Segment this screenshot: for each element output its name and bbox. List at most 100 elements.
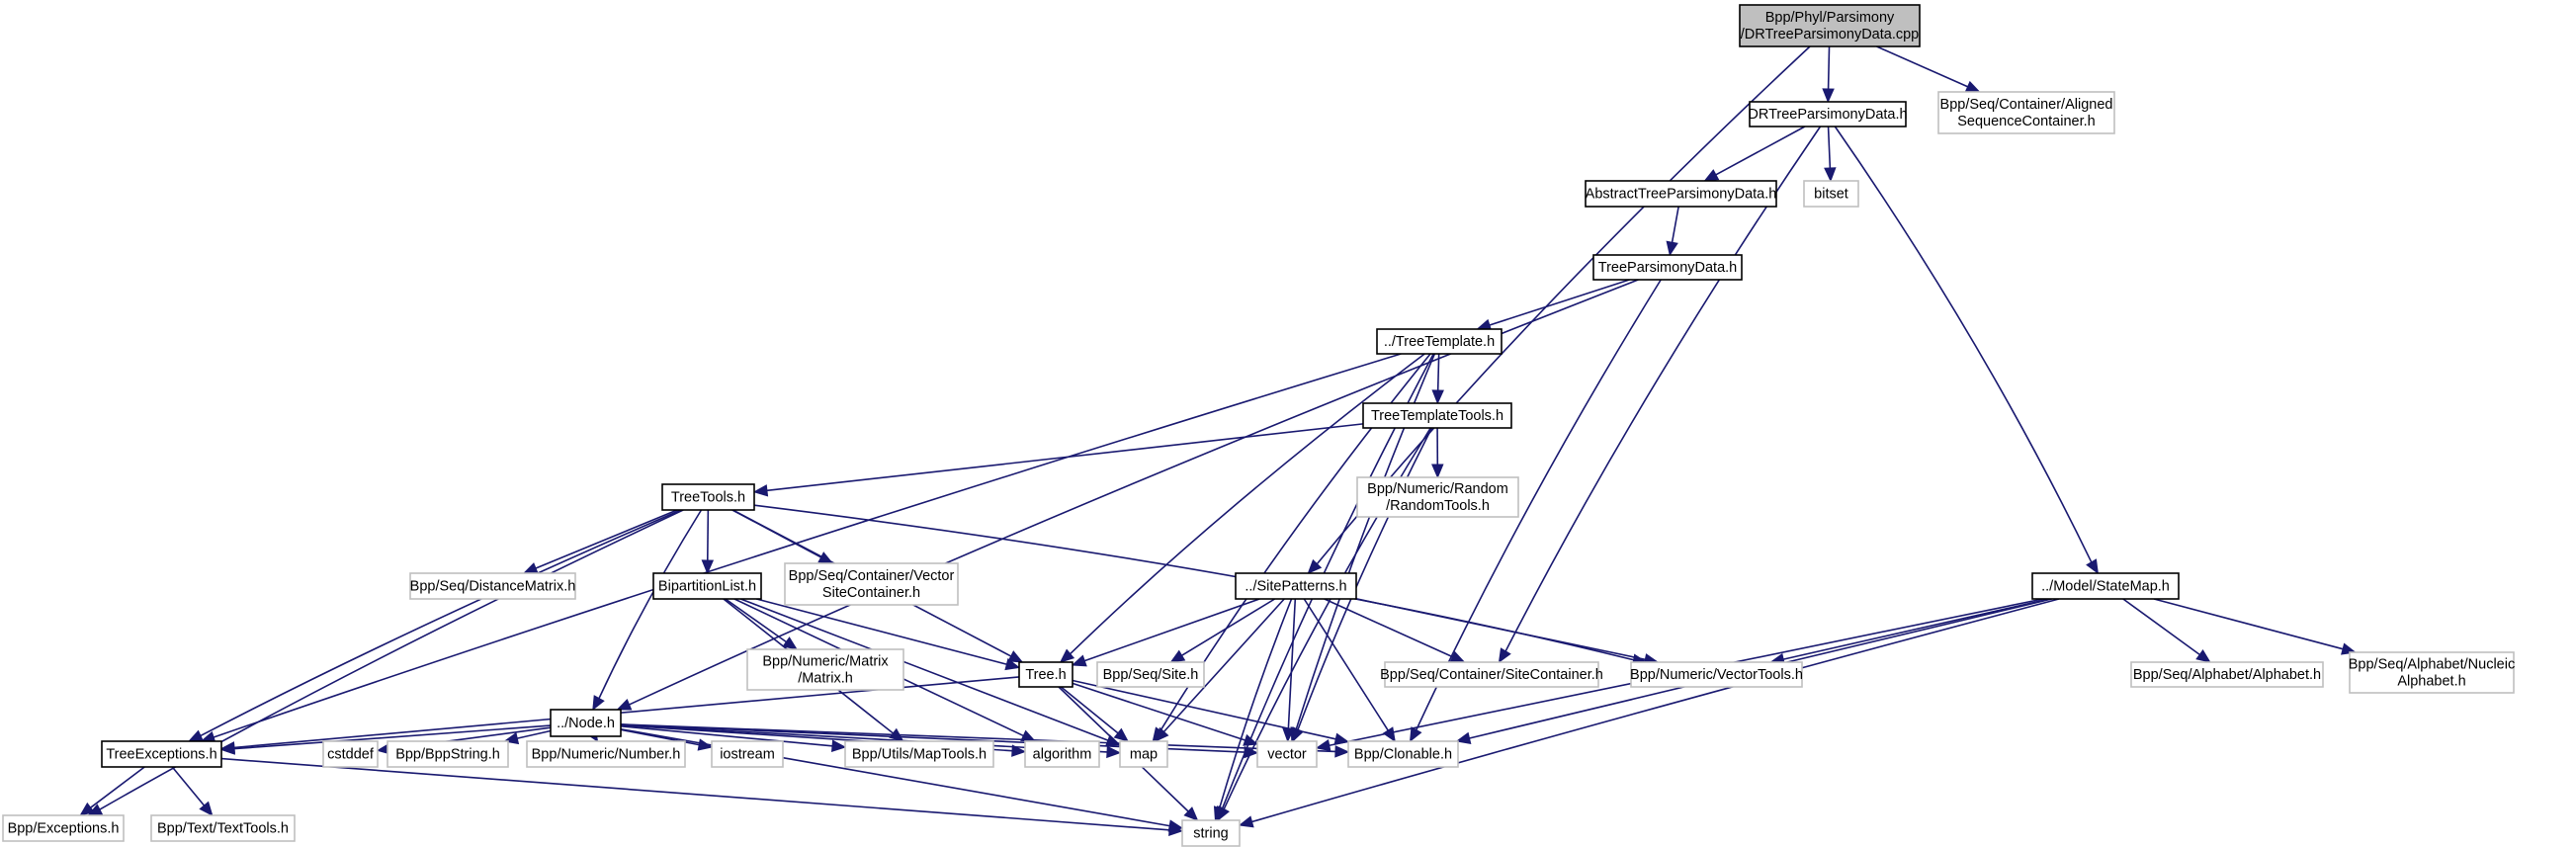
arrowhead-icon	[1238, 815, 1254, 828]
node-bppstr: Bpp/BppString.h	[386, 740, 509, 768]
node-number: Bpp/Numeric/Number.h	[526, 740, 686, 768]
edge-tree-to-map	[1060, 686, 1130, 742]
edge-bip-to-tree	[756, 598, 1021, 671]
edge-ttt-to-rand	[1431, 427, 1444, 479]
node-box	[2, 814, 125, 842]
node-box	[2349, 651, 2515, 694]
edge-line	[1297, 427, 1433, 730]
edge-node-to-texc	[219, 724, 552, 755]
edge-line	[213, 353, 1402, 738]
node-box	[784, 562, 959, 606]
node-atpd[interactable]: AbstractTreeParsimonyData.h	[1585, 180, 1777, 208]
node-node[interactable]: ../Node.h	[550, 709, 622, 737]
node-label: /RandomTools.h	[1386, 498, 1490, 514]
edge-line	[620, 723, 1336, 753]
edge-line	[766, 423, 1364, 492]
arrowhead-icon	[1703, 169, 1720, 182]
edge-line	[233, 676, 1020, 749]
arrowhead-icon	[1154, 726, 1169, 742]
edge-node-to-maptools	[620, 725, 847, 752]
node-label: vector	[1267, 747, 1307, 763]
edge-line	[706, 509, 710, 561]
node-matrix: Bpp/Numeric/Matrix/Matrix.h	[746, 648, 904, 691]
node-label: /DRTreeParsimonyData.cpp	[1741, 27, 1920, 42]
arrowhead-icon	[1666, 240, 1678, 257]
node-text: Bpp/Text/TextTools.h	[150, 814, 296, 842]
edge-line	[535, 509, 678, 569]
node-box	[409, 572, 576, 600]
edge-tt-to-tree	[1059, 353, 1425, 663]
arrowhead-icon	[592, 695, 605, 712]
node-box	[1347, 740, 1459, 768]
node-alpha: Bpp/Seq/Alphabet/Alphabet.h	[2130, 661, 2324, 688]
arrowhead-icon	[1113, 727, 1130, 742]
arrowhead-icon	[199, 801, 214, 816]
node-label: Bpp/Exceptions.h	[8, 821, 120, 837]
node-label: iostream	[720, 747, 775, 763]
node-treetools[interactable]: TreeTools.h	[661, 483, 755, 511]
edge-treetools-to-bip	[701, 509, 715, 575]
node-label: string	[1193, 826, 1228, 842]
edge-statemap-to-alpha	[2122, 598, 2211, 663]
node-texc[interactable]: TreeExceptions.h	[101, 740, 222, 768]
node-label: Bpp/Text/TextTools.h	[157, 821, 289, 837]
node-box	[1630, 661, 1803, 688]
node-label: ../SitePatterns.h	[1245, 579, 1346, 595]
edge-line	[1218, 598, 1293, 808]
node-label: Bpp/Numeric/Random	[1367, 481, 1508, 497]
edge-treetools-to-node	[592, 509, 703, 712]
edge-treetools-to-texc	[187, 509, 682, 742]
arrowhead-icon	[1168, 823, 1184, 837]
node-label: Bpp/Numeric/VectorTools.h	[1630, 667, 1803, 683]
arrowhead-icon	[1071, 654, 1087, 667]
node-vector: vector	[1256, 740, 1318, 768]
edge-statemap-to-string	[1238, 598, 2060, 828]
arrowhead-icon	[752, 484, 769, 497]
node-asc: Bpp/Seq/Container/AlignedSequenceContain…	[1937, 91, 2115, 134]
node-tt[interactable]: ../TreeTemplate.h	[1376, 328, 1503, 355]
arrowhead-icon	[1213, 805, 1226, 822]
node-tpd[interactable]: TreeParsimonyData.h	[1592, 254, 1743, 281]
node-root[interactable]: Bpp/Phyl/Parsimony/DRTreeParsimonyData.c…	[1739, 4, 1921, 47]
node-ttt[interactable]: TreeTemplateTools.h	[1362, 402, 1512, 429]
edge-line	[1162, 598, 1285, 732]
edge-line	[1251, 598, 2060, 823]
node-box	[1356, 476, 1519, 518]
node-box	[1024, 740, 1100, 768]
edges-layer	[79, 45, 2357, 837]
edge-line	[171, 766, 206, 806]
node-drtpd[interactable]: DRTreeParsimonyData.h	[1748, 101, 1908, 127]
node-box	[526, 740, 686, 768]
node-box	[1119, 740, 1168, 768]
node-box	[1376, 328, 1503, 355]
arrowhead-icon	[1431, 464, 1444, 479]
edge-line	[99, 509, 684, 810]
arrowhead-icon	[830, 739, 847, 752]
edge-texc-to-string	[220, 757, 1184, 837]
arrowhead-icon	[1822, 88, 1835, 104]
edge-line	[1876, 45, 1968, 88]
node-box	[711, 740, 784, 768]
edge-line	[739, 598, 1109, 741]
node-statemap[interactable]: ../Model/StateMap.h	[2031, 572, 2180, 600]
node-box	[1096, 661, 1205, 688]
node-label: ../Model/StateMap.h	[2041, 579, 2170, 595]
edge-line	[1083, 598, 1260, 662]
node-label: Bpp/Seq/Alphabet/Alphabet.h	[2133, 667, 2321, 683]
edge-line	[2153, 598, 2344, 650]
edge-treetools-to-dist	[522, 509, 678, 574]
edge-tree-to-clonable	[1072, 679, 1350, 745]
node-label: ../TreeTemplate.h	[1384, 334, 1495, 350]
edge-line	[1671, 206, 1679, 243]
node-bip[interactable]: BipartitionList.h	[652, 572, 762, 600]
edge-line	[1715, 126, 1806, 176]
node-maptools: Bpp/Utils/MapTools.h	[844, 740, 994, 768]
node-tree[interactable]: Tree.h	[1018, 661, 1073, 688]
edge-line	[756, 598, 1007, 665]
edge-atpd-to-tpd	[1666, 206, 1679, 257]
edge-sp-to-clonable	[1303, 598, 1396, 743]
node-algorithm: algorithm	[1024, 740, 1100, 768]
node-bitset: bitset	[1803, 180, 1859, 208]
node-sp[interactable]: ../SitePatterns.h	[1235, 572, 1357, 600]
